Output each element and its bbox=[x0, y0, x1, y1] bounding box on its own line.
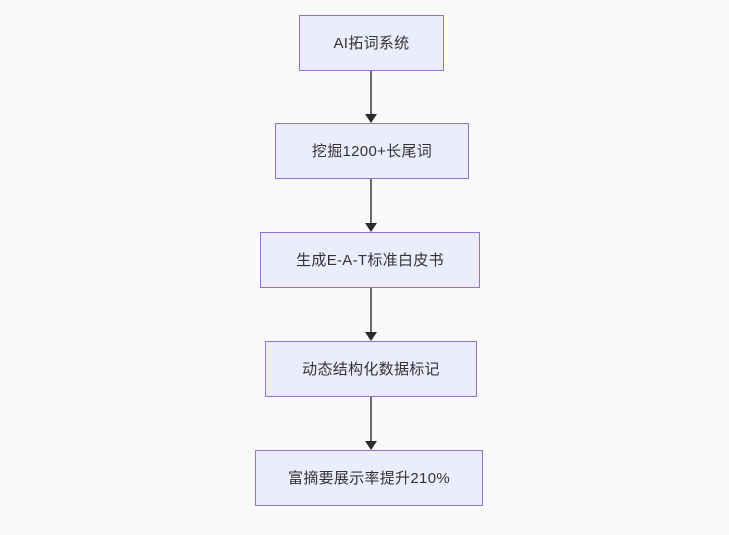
flow-edge-3 bbox=[365, 288, 377, 341]
flow-node-eat-whitepaper: 生成E-A-T标准白皮书 bbox=[260, 232, 480, 288]
arrow-down-icon bbox=[365, 223, 377, 232]
arrow-shaft bbox=[370, 288, 372, 332]
arrow-down-icon bbox=[365, 332, 377, 341]
flow-node-label: 挖掘1200+长尾词 bbox=[311, 142, 433, 160]
flow-node-structured-data-markup: 动态结构化数据标记 bbox=[265, 341, 477, 397]
flow-node-longtail-mining: 挖掘1200+长尾词 bbox=[275, 123, 469, 179]
flow-node-label: 生成E-A-T标准白皮书 bbox=[296, 251, 444, 269]
arrow-shaft bbox=[370, 179, 372, 223]
flow-edge-4 bbox=[365, 397, 377, 450]
arrow-down-icon bbox=[365, 114, 377, 123]
flow-node-label: 富摘要展示率提升210% bbox=[288, 469, 450, 487]
flow-node-label: 动态结构化数据标记 bbox=[302, 360, 440, 378]
arrow-shaft bbox=[370, 71, 372, 114]
flow-node-label: AI拓词系统 bbox=[333, 34, 410, 52]
flow-edge-1 bbox=[365, 71, 377, 123]
arrow-shaft bbox=[370, 397, 372, 441]
flow-edge-2 bbox=[365, 179, 377, 232]
flow-node-rich-snippet-result: 富摘要展示率提升210% bbox=[255, 450, 483, 506]
arrow-down-icon bbox=[365, 441, 377, 450]
flow-node-ai-word-expansion: AI拓词系统 bbox=[299, 15, 444, 71]
